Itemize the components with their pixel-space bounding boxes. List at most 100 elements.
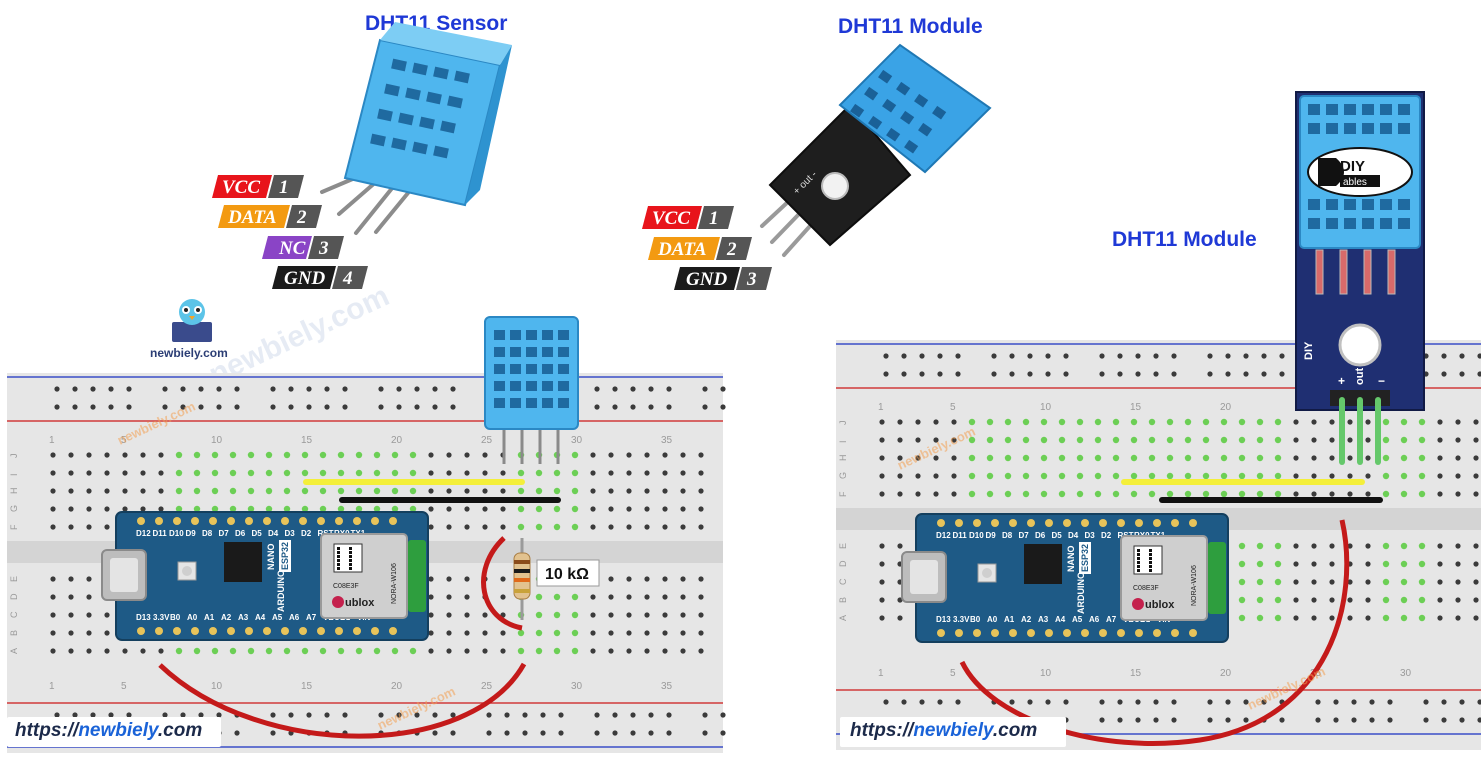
row-letter: A <box>838 615 848 621</box>
column-number: 1 <box>878 668 884 679</box>
dht11-sensor-image <box>320 22 512 235</box>
svg-text:DIY: DIY <box>1340 158 1365 175</box>
board-pin-label: D10 <box>169 529 184 538</box>
module-minus-mark: − <box>1378 374 1385 388</box>
row-letter: A <box>9 648 19 654</box>
dht11-sensor-on-breadboard <box>484 316 579 464</box>
column-number: 5 <box>121 681 127 692</box>
board-pin-label: A3 <box>1038 615 1049 624</box>
row-letter: G <box>9 505 19 512</box>
module-pin-labels: VCC 1 DATA 2 GND 3 <box>642 206 772 290</box>
board-pin-label: A1 <box>204 613 215 622</box>
column-number: 10 <box>1040 668 1052 679</box>
dht11-module-image: + out - <box>760 43 992 257</box>
board-pin-label: 3.3V <box>953 615 970 624</box>
sensor-pin-labels: VCC 1 DATA 2 NC 3 GND 4 <box>212 175 368 289</box>
sensor-pin-vcc: VCC 1 <box>212 175 304 198</box>
board-pin-label: A0 <box>187 613 198 622</box>
board-model: NANO <box>1066 546 1076 573</box>
board-pin-label: A5 <box>272 613 283 622</box>
module-brand: ublox <box>345 597 375 609</box>
row-letter: D <box>9 593 19 600</box>
title-dht11-module-side: DHT11 Module <box>1112 228 1257 251</box>
board-model: NANO <box>266 544 276 571</box>
board-pin-label: D5 <box>252 529 263 538</box>
svg-text:3: 3 <box>318 238 329 259</box>
module-side-logo-text: DIY <box>1303 341 1315 360</box>
column-number: 5 <box>950 402 956 413</box>
svg-text:ables: ables <box>1343 177 1367 188</box>
newbiely-logo: newbiely.com <box>150 299 228 360</box>
resistor-label-box <box>536 559 600 587</box>
board-pin-label: D6 <box>235 529 246 538</box>
board-pin-label: A7 <box>306 613 317 622</box>
board-pin-label: D8 <box>202 529 213 538</box>
row-letter: J <box>838 421 848 426</box>
module-pin-vcc: VCC 1 <box>642 206 734 229</box>
url-label-right[interactable]: https://newbiely.com <box>840 717 1066 747</box>
column-number: 30 <box>1400 668 1412 679</box>
sensor-pin-data: DATA 2 <box>218 205 322 228</box>
board-pin-label: D2 <box>1101 531 1112 540</box>
svg-text:4: 4 <box>342 268 353 289</box>
row-letter: E <box>838 543 848 549</box>
board-pin-label: A2 <box>221 613 232 622</box>
module-part: NORA-W106 <box>1191 565 1198 606</box>
svg-text:NC: NC <box>278 238 306 259</box>
column-number: 35 <box>661 435 673 446</box>
module-code: C08E3F <box>1133 585 1159 592</box>
board-pin-label: A5 <box>1072 615 1083 624</box>
resistor-10k <box>513 538 531 620</box>
svg-text:2: 2 <box>726 239 737 260</box>
board-pin-label: D4 <box>268 529 279 538</box>
board-pin-label: D9 <box>986 531 997 540</box>
column-number: 30 <box>571 435 583 446</box>
svg-text:GND: GND <box>284 268 325 289</box>
svg-text:1: 1 <box>709 208 719 229</box>
board-pin-label: D2 <box>301 529 312 538</box>
board-pin-label: D11 <box>953 531 968 540</box>
row-letter: I <box>9 473 19 476</box>
logo-text: newbiely.com <box>150 346 228 360</box>
svg-text:VCC: VCC <box>222 177 260 198</box>
board-variant: ESP32 <box>280 542 290 570</box>
column-number: 25 <box>481 435 493 446</box>
column-number: 5 <box>950 668 956 679</box>
board-pin-label: D9 <box>186 529 197 538</box>
column-number: 10 <box>1040 402 1052 413</box>
row-letter: J <box>9 454 19 459</box>
row-letter: C <box>9 611 19 618</box>
svg-text:3: 3 <box>746 269 757 290</box>
column-number: 30 <box>571 681 583 692</box>
column-number: 15 <box>301 681 313 692</box>
diyables-dht11-module: DIY ables DIY + out − <box>1295 91 1425 465</box>
column-number: 25 <box>481 681 493 692</box>
module-part: NORA-W106 <box>391 563 398 604</box>
diyables-logo: DIY ables <box>1318 158 1380 188</box>
board-pin-label: A6 <box>1089 615 1100 624</box>
column-number: 5 <box>121 435 127 446</box>
red-wire-power-right <box>959 519 1350 746</box>
column-number: 15 <box>301 435 313 446</box>
row-letter: B <box>838 597 848 603</box>
column-number: 20 <box>391 681 403 692</box>
row-letter: D <box>838 560 848 567</box>
url-label-left[interactable]: https://newbiely.com <box>7 717 221 747</box>
column-number: 1 <box>878 402 884 413</box>
board-pin-label: D11 <box>153 529 168 538</box>
board-pin-label: D4 <box>1068 531 1079 540</box>
title-dht11-module: DHT11 Module <box>838 15 983 38</box>
board-pin-label: D3 <box>285 529 296 538</box>
module-code: C08E3F <box>333 583 359 590</box>
board-pin-label: D10 <box>969 531 984 540</box>
svg-text:1: 1 <box>279 177 289 198</box>
board-pin-label: A0 <box>987 615 998 624</box>
column-number: 10 <box>211 681 223 692</box>
red-wire-power-left <box>158 662 527 739</box>
board-brand: ARDUINO <box>1076 572 1086 614</box>
column-number: 35 <box>661 681 673 692</box>
column-number: 15 <box>1130 402 1142 413</box>
board-pin-label: A1 <box>1004 615 1015 624</box>
